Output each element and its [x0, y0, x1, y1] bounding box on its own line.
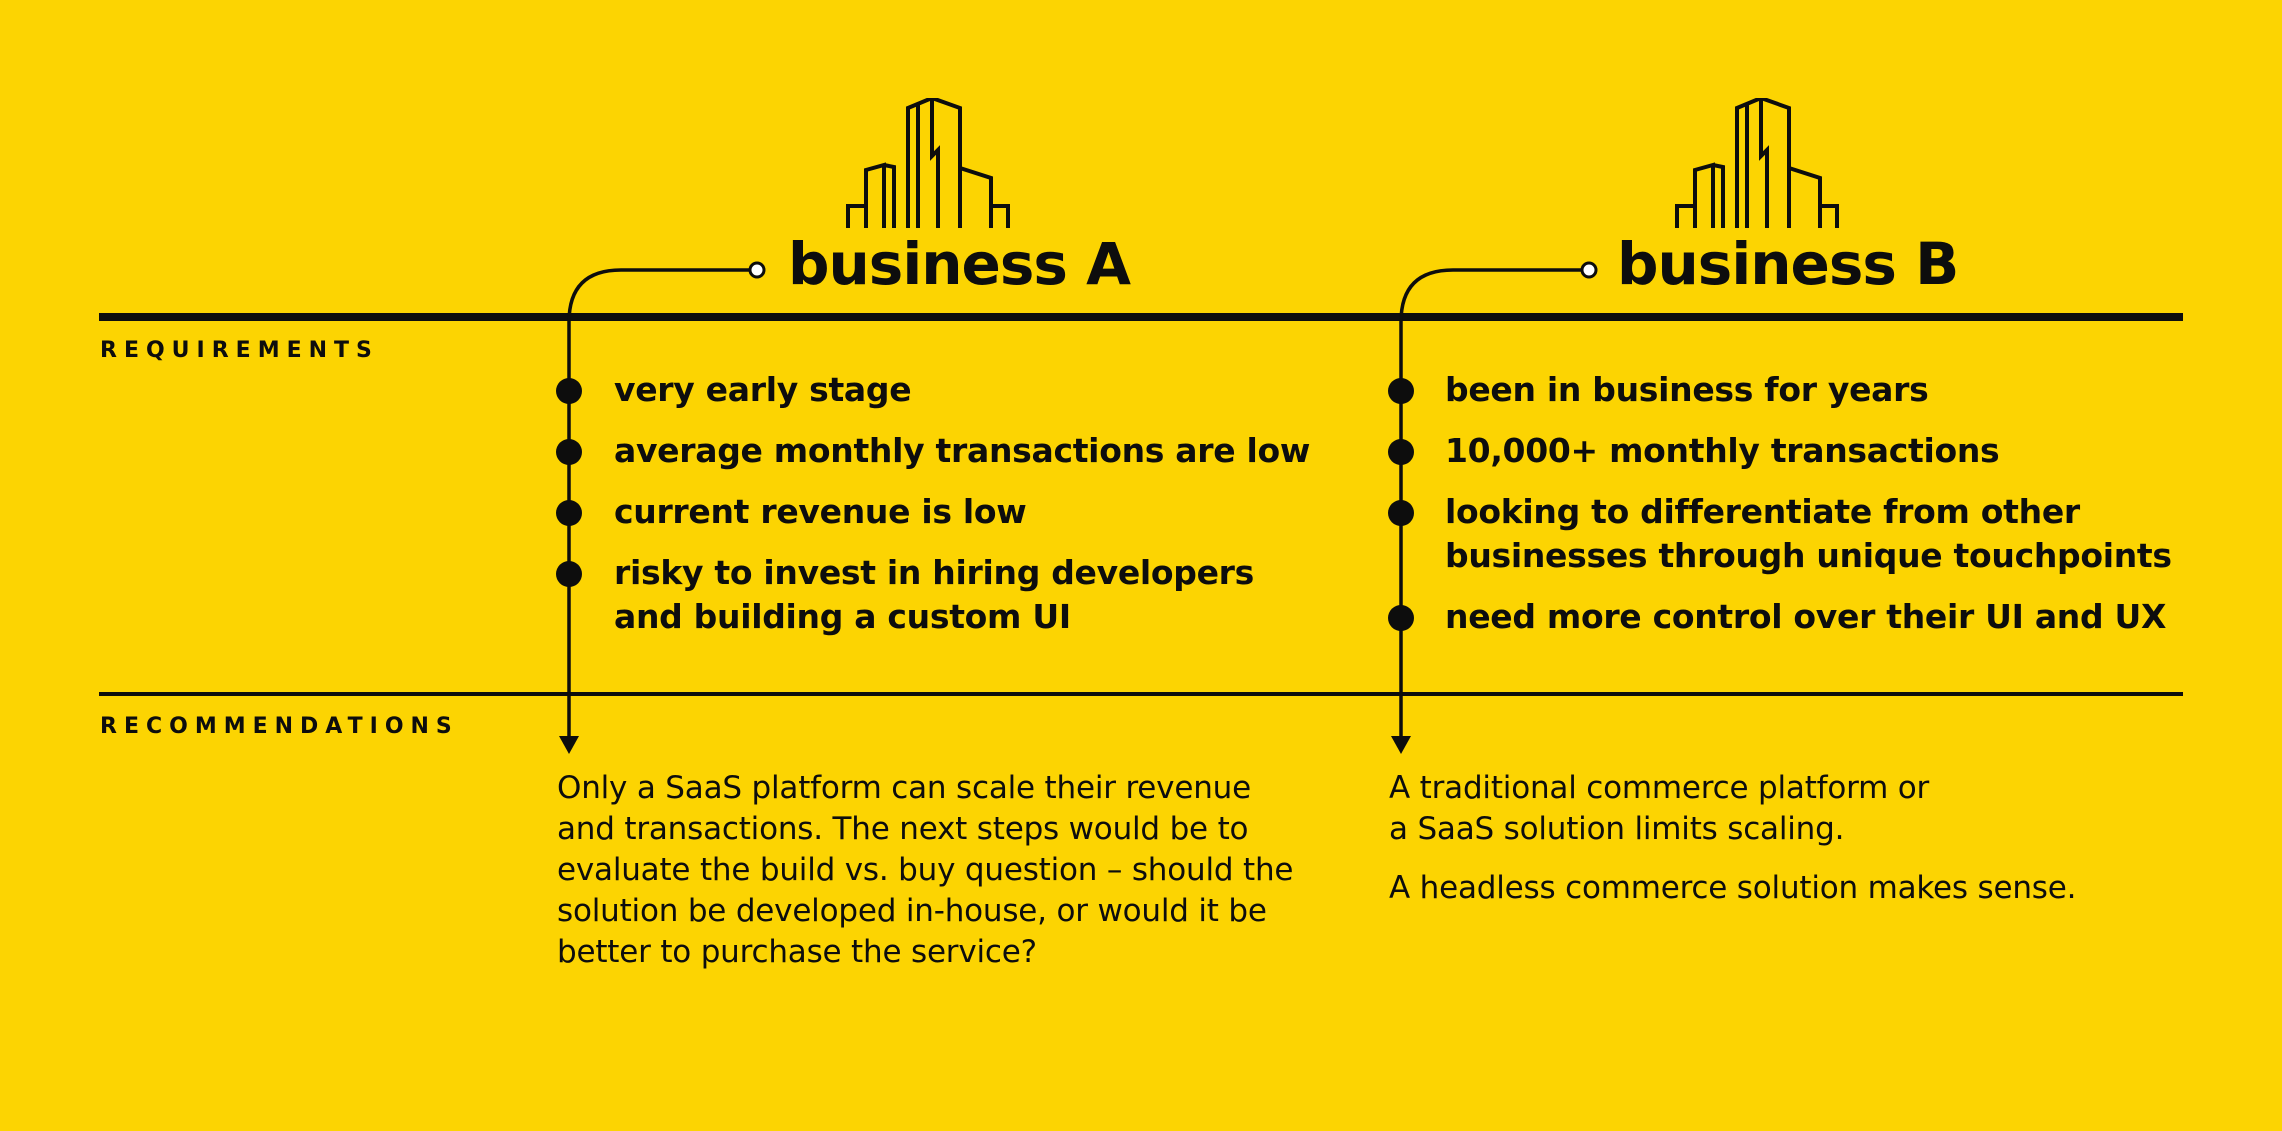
bullet-dot — [556, 561, 582, 587]
requirement-item: very early stage — [614, 370, 912, 409]
recommendation-text: A traditional commerce platform or a Saa… — [1389, 770, 1930, 847]
buildings-icon — [846, 98, 1010, 228]
bullet-dot — [1388, 378, 1414, 404]
bullet-dot — [556, 500, 582, 526]
business-b-connector — [1391, 261, 1598, 754]
requirement-item: looking to differentiate from other busi… — [1445, 492, 2172, 575]
bullet-dot — [1388, 500, 1414, 526]
business-a-title: business A — [788, 230, 1131, 298]
business-b-recommendation: A traditional commerce platform or a Saa… — [1389, 768, 2076, 927]
requirements-label: REQUIREMENTS — [100, 338, 379, 363]
requirement-item: been in business for years — [1445, 370, 1929, 409]
business-a-recommendation: Only a SaaS platform can scale their rev… — [557, 768, 1293, 991]
requirement-item: risky to invest in hiring developers and… — [614, 553, 1254, 636]
business-b-title: business B — [1617, 230, 1959, 298]
bullet-dot — [1388, 605, 1414, 631]
requirement-item: current revenue is low — [614, 492, 1027, 531]
bullet-dot — [556, 439, 582, 465]
buildings-icon — [1675, 98, 1839, 228]
recommendations-divider — [99, 692, 2183, 696]
business-a-connector — [559, 261, 766, 754]
bullet-dot — [556, 378, 582, 404]
requirements-divider — [99, 313, 2183, 321]
requirement-item: 10,000+ monthly transactions — [1445, 431, 2000, 470]
requirement-item: need more control over their UI and UX — [1445, 597, 2167, 636]
recommendation-text: A headless commerce solution makes sense… — [1389, 870, 2077, 906]
recommendation-text: Only a SaaS platform can scale their rev… — [557, 770, 1294, 970]
bullet-dot — [1388, 439, 1414, 465]
recommendations-label: RECOMMENDATIONS — [100, 714, 459, 739]
requirement-item: average monthly transactions are low — [614, 431, 1311, 470]
